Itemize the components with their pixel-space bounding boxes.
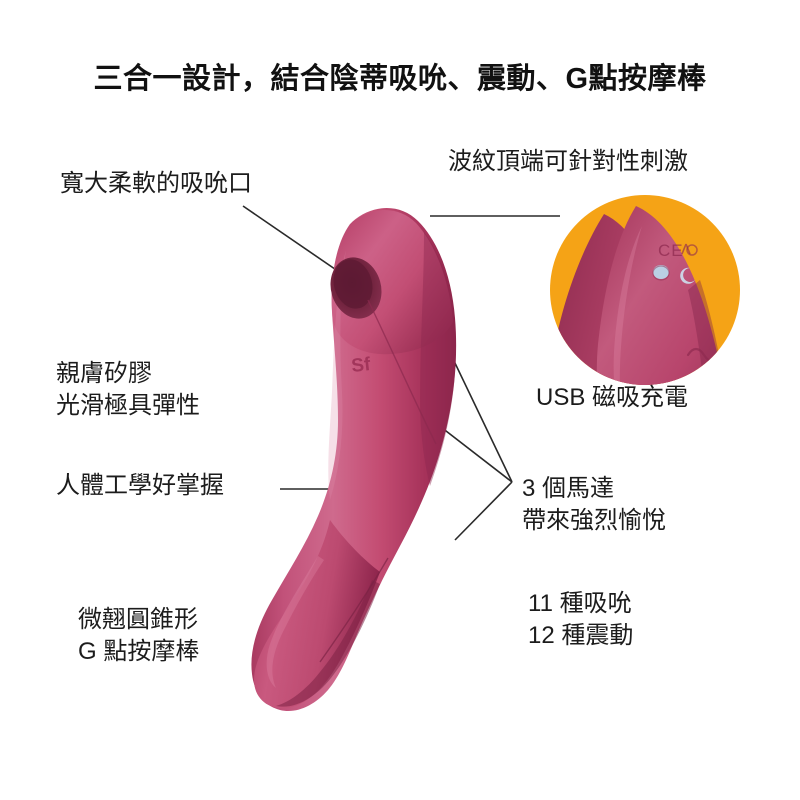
leader-suction-mouth	[242, 205, 349, 279]
compliance-glyph	[681, 243, 691, 255]
callout-suction-mouth: 寬大柔軟的吸吮口	[60, 168, 252, 200]
product-seam-upper	[367, 299, 437, 445]
product-gspot-tail	[254, 520, 380, 709]
inset-front-lobe	[596, 206, 732, 385]
callout-silicone-line2: 光滑極具彈性	[56, 391, 200, 419]
callout-modes-line2: 12 種震動	[528, 621, 634, 649]
callout-gspot: 微翹圓錐形 G 點按摩棒	[78, 604, 199, 667]
callout-gspot-line2: G 點按摩棒	[78, 637, 200, 665]
callout-wave-tip-line1: 波紋頂端可針對性刺激	[448, 148, 688, 175]
control-button-ring	[652, 265, 670, 281]
callout-wave-tip: 波紋頂端可針對性刺激	[448, 146, 688, 178]
product-tail-shadow	[276, 580, 380, 707]
product-right-facet	[420, 232, 456, 486]
leader-motor-2	[436, 423, 513, 483]
product-tail-highlight	[266, 556, 324, 688]
product-seam-lower	[319, 557, 389, 663]
callout-ergonomic-line1: 人體工學好掌握	[56, 472, 224, 499]
callout-motors-line2: 帶來強烈愉悅	[522, 506, 666, 534]
indicator-light	[680, 267, 695, 284]
ce-marking: CE	[658, 241, 684, 260]
suction-opening-inner	[333, 259, 373, 309]
callout-ergonomic: 人體工學好掌握	[56, 470, 224, 502]
callout-gspot-line1: 微翹圓錐形	[78, 606, 198, 633]
inset-highlight	[613, 226, 642, 385]
product-highlight-band	[328, 250, 346, 500]
callout-silicone: 親膚矽膠 光滑極具彈性	[56, 358, 200, 421]
callout-modes: 11 種吸吮 12 種震動	[528, 588, 633, 651]
callout-silicone-line1: 親膚矽膠	[56, 360, 152, 387]
callout-usb-line1: USB 磁吸充電	[536, 384, 689, 411]
callout-motors: 3 個馬達 帶來強烈愉悅	[522, 473, 666, 536]
callout-modes-line1: 11 種吸吮	[528, 590, 632, 617]
product-main-body: Sf	[251, 207, 457, 712]
page-headline: 三合一設計，結合陰蒂吸吮、震動、G點按摩棒	[93, 63, 707, 95]
callout-suction-mouth-line1: 寬大柔軟的吸吮口	[60, 170, 252, 197]
charging-inset: CE	[550, 195, 740, 385]
compliance-glyph-2	[686, 244, 698, 256]
callout-usb-charging: USB 磁吸充電	[536, 382, 688, 414]
callout-motors-line1: 3 個馬達	[522, 475, 615, 502]
control-button	[653, 265, 669, 279]
brand-logo: Sf	[350, 354, 372, 377]
leader-motor-3	[454, 481, 513, 541]
